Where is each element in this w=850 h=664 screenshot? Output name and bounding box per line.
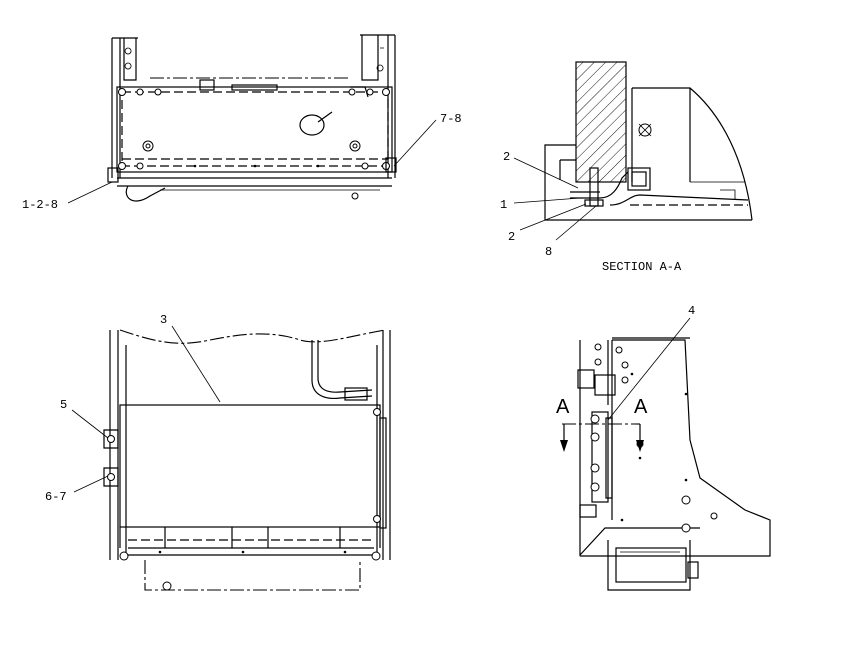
callout-8: 8 — [545, 245, 552, 259]
section-marker-left: A — [556, 396, 570, 418]
callout-4: 4 — [688, 304, 695, 318]
section-title: SECTION A-A — [602, 260, 682, 274]
bottom-right-view: A A 4 — [556, 304, 771, 591]
callout-3: 3 — [160, 313, 167, 327]
callout-1: 1 — [500, 198, 507, 212]
bottom-right-holes — [590, 343, 718, 533]
callout-6-7: 6-7 — [45, 490, 67, 504]
top-left-view: 1-2-8 7-8 — [22, 34, 462, 212]
top-left-bolts — [118, 88, 390, 170]
callout-5: 5 — [60, 398, 67, 412]
callout-1-2-8: 1-2-8 — [22, 198, 58, 212]
section-marker-right: A — [634, 396, 648, 418]
callout-7-8: 7-8 — [440, 112, 462, 126]
callout-2-lower: 2 — [508, 230, 515, 244]
section-a-a-view: 2 1 2 8 SECTION A-A — [500, 61, 753, 274]
callout-2-upper: 2 — [503, 150, 510, 164]
bottom-left-view: 3 5 6-7 — [45, 313, 391, 591]
